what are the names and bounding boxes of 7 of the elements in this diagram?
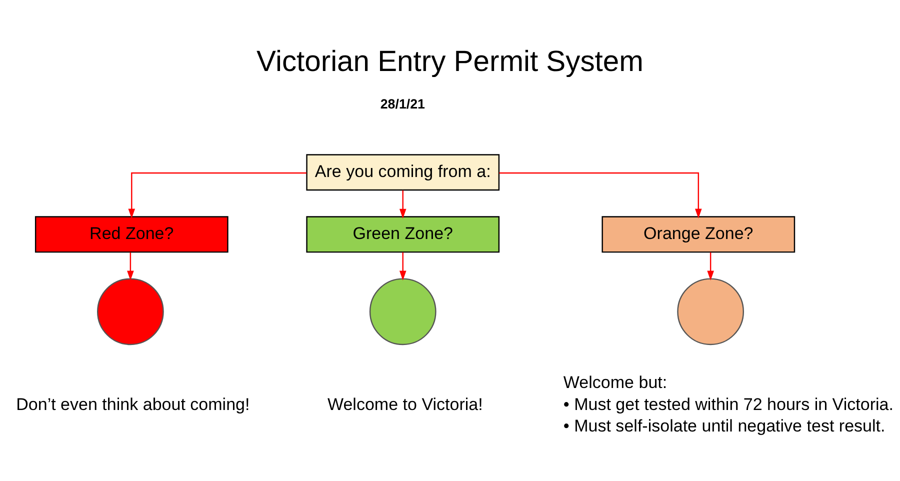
node-label: • Must get tested within 72 hours in Victoria. (563, 394, 894, 414)
diagram-title: Victorian Entry Permit System (256, 46, 644, 78)
node-label: Welcome to Victoria! (327, 394, 483, 414)
node-label: Welcome but: (563, 372, 668, 392)
node-label: • Must self-isolate until negative test result. (563, 416, 886, 436)
node-label: Don’t even think about coming! (16, 394, 250, 414)
label: 28/1/21 (380, 96, 425, 112)
